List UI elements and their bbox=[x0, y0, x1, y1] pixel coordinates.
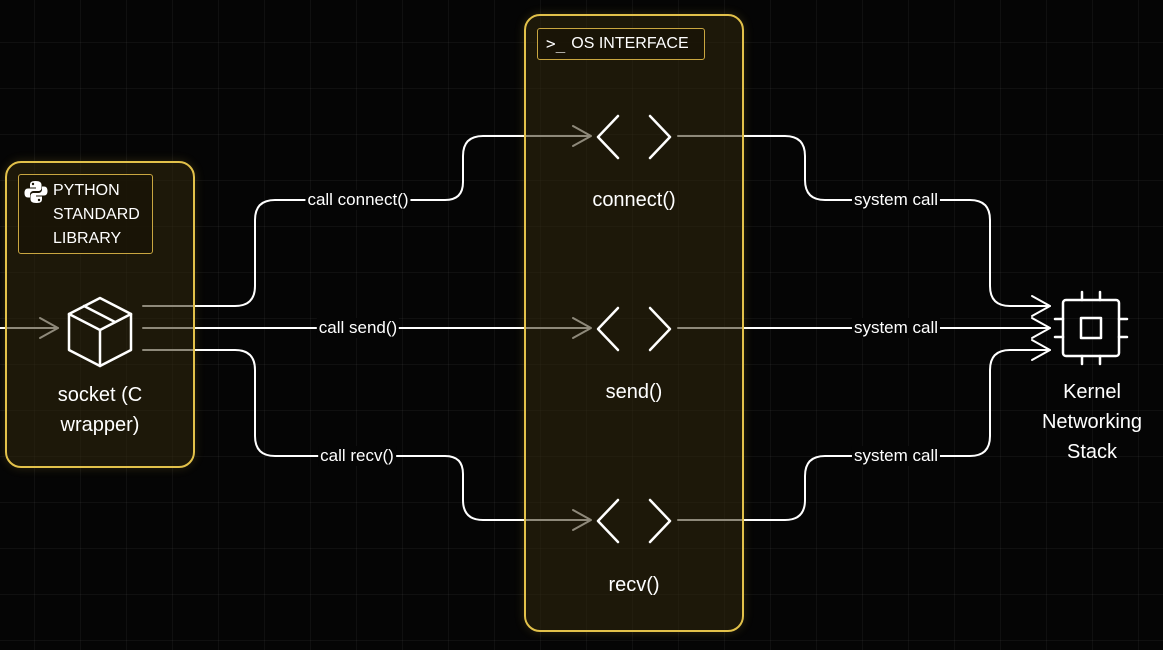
edge-label-syscall-recv: system call bbox=[851, 446, 941, 466]
os-interface-badge: >_ OS INTERFACE bbox=[537, 28, 705, 60]
cpu-chip-icon[interactable] bbox=[1052, 290, 1130, 366]
code-brackets-icon[interactable] bbox=[594, 306, 674, 352]
terminal-icon: >_ bbox=[546, 34, 566, 53]
edge-label-call-recv: call recv() bbox=[318, 446, 396, 466]
os-interface-title: OS INTERFACE bbox=[571, 35, 689, 52]
socket-label-line-2: wrapper) bbox=[60, 414, 140, 436]
python-stdlib-title-rest: STANDARD LIBRARY bbox=[53, 203, 140, 251]
python-stdlib-title: PYTHON bbox=[53, 179, 120, 203]
arrowhead-recv-out bbox=[1031, 339, 1051, 361]
package-box-icon[interactable] bbox=[64, 294, 136, 370]
code-brackets-icon[interactable] bbox=[594, 498, 674, 544]
edge-label-call-connect: call connect() bbox=[305, 190, 411, 210]
edge-call-connect bbox=[142, 135, 591, 307]
python-stdlib-title-line-3: LIBRARY bbox=[53, 230, 122, 247]
edge-label-syscall-send: system call bbox=[851, 318, 941, 338]
code-brackets-icon[interactable] bbox=[594, 114, 674, 160]
kernel-label-line-3: Stack bbox=[1066, 441, 1118, 463]
recv-label: recv() bbox=[608, 574, 660, 596]
python-stdlib-badge: PYTHON STANDARD LIBRARY bbox=[18, 174, 153, 254]
arrowhead-send-out bbox=[1031, 317, 1051, 339]
socket-label: socket (C wrapper) bbox=[40, 380, 160, 440]
kernel-label: Kernel Networking Stack bbox=[1030, 377, 1154, 467]
python-stdlib-title-line-2: STANDARD bbox=[53, 206, 140, 223]
arrowhead-connect-out bbox=[1031, 295, 1051, 317]
socket-label-line-1: socket (C bbox=[57, 384, 143, 406]
send-label: send() bbox=[605, 381, 663, 403]
edge-call-recv bbox=[142, 349, 591, 521]
kernel-label-line-2: Networking bbox=[1041, 411, 1143, 433]
connect-label: connect() bbox=[592, 189, 676, 211]
edge-label-call-send: call send() bbox=[316, 318, 400, 338]
os-interface-group[interactable] bbox=[524, 14, 744, 632]
kernel-label-line-1: Kernel bbox=[1063, 381, 1121, 403]
edge-label-syscall-connect: system call bbox=[851, 190, 941, 210]
python-stdlib-title-line-1: PYTHON bbox=[53, 182, 120, 199]
python-logo-icon bbox=[24, 181, 48, 203]
